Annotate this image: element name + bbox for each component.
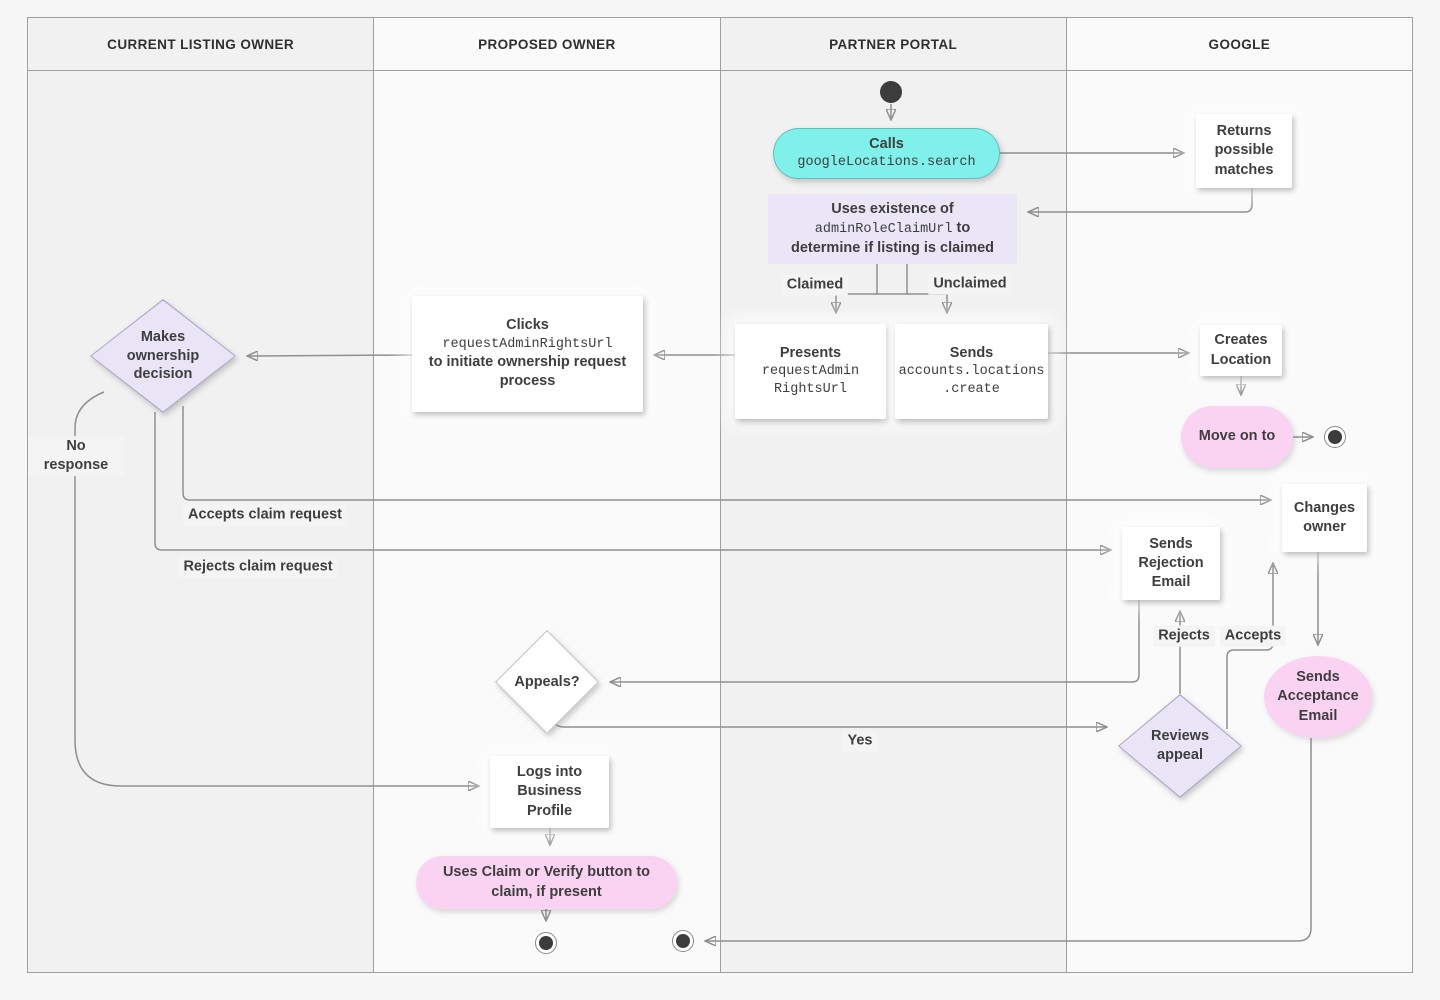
node-returns-label: Returns possible matches — [1214, 123, 1274, 178]
edge-label-yes: Yes — [842, 730, 878, 752]
node-sends-rejection-email: Sends Rejection Email — [1122, 527, 1220, 600]
edge-label-accepts: Accepts — [1219, 625, 1287, 647]
node-sends-create-title: Sends — [949, 345, 994, 362]
node-logs-into-business-profile: Logs into Business Profile — [490, 756, 609, 828]
node-uses-to: to — [956, 220, 971, 237]
lane-current-listing-owner: CURRENT LISTING OWNER — [28, 18, 375, 972]
node-sends-accounts-locations-create: Sends accounts.locations .create — [895, 324, 1048, 419]
node-move-on-label: Move on to — [1198, 428, 1276, 445]
node-uses-existence-adminroleclaimurl: Uses existence of adminRoleClaimUrl to d… — [768, 194, 1017, 264]
node-move-on-to: Move on to — [1181, 406, 1293, 468]
node-makes-decision-label: Makes ownership decision — [126, 328, 200, 383]
edge-label-accepts-claim-request: Accepts claim request — [183, 504, 347, 526]
start-node — [880, 81, 902, 103]
node-sends-rejection-label: Sends Rejection Email — [1138, 535, 1204, 591]
node-clicks-title: Clicks — [506, 317, 549, 334]
end-node-move-on — [1324, 426, 1346, 448]
lane-header-partner-portal: PARTNER PORTAL — [720, 18, 1066, 71]
node-uses-claim-or-verify-button: Uses Claim or Verify button to claim, if… — [416, 856, 677, 909]
node-uses-code: adminRoleClaimUrl — [814, 222, 953, 238]
node-presents-title: Presents — [779, 345, 842, 362]
node-reviews-appeal: Reviews appeal — [1118, 694, 1242, 798]
node-creates-location: Creates Location — [1200, 325, 1282, 376]
node-sends-acceptance-email: Sends Acceptance Email — [1264, 656, 1372, 738]
node-presents-requestadminrightsurl: Presents requestAdmin RightsUrl — [735, 324, 886, 419]
node-sends-acceptance-label: Sends Acceptance Email — [1277, 669, 1359, 724]
end-node-acceptance-flow — [672, 930, 694, 952]
node-calls-googlelocations-search: Calls googleLocations.search — [773, 128, 1000, 179]
edge-label-unclaimed: Unclaimed — [928, 273, 1012, 295]
edge-label-claimed: Claimed — [781, 274, 849, 296]
node-calls-code: googleLocations.search — [797, 155, 976, 171]
node-presents-code2: RightsUrl — [774, 382, 847, 398]
node-uses-line2: adminRoleClaimUrl to — [815, 219, 970, 239]
lane-header-google: GOOGLE — [1066, 18, 1412, 71]
node-sends-create-code1: accounts.locations — [898, 364, 1045, 380]
edge-label-no-response: No response — [28, 436, 124, 476]
node-reviews-appeal-label: Reviews appeal — [1150, 728, 1210, 763]
node-clicks-requestadminrightsurl: Clicks requestAdminRightsUrl to initiate… — [412, 296, 643, 412]
node-calls-title: Calls — [869, 136, 904, 153]
node-presents-code1: requestAdmin — [761, 364, 860, 380]
edge-label-rejects-claim-request: Rejects claim request — [178, 556, 338, 578]
edge-label-rejects: Rejects — [1153, 625, 1215, 647]
node-claim-verify-label: Uses Claim or Verify button to claim, if… — [442, 864, 651, 900]
node-appeals-label: Appeals? — [514, 673, 580, 690]
node-appeals: Appeals? — [495, 630, 599, 734]
node-makes-ownership-decision: Makes ownership decision — [90, 299, 236, 413]
node-logs-in-label: Logs into Business Profile — [516, 764, 583, 819]
node-changes-owner: Changes owner — [1282, 484, 1367, 552]
lane-header-proposed-owner: PROPOSED OWNER — [374, 18, 720, 71]
end-node-claim-flow — [535, 932, 557, 954]
lane-header-current-listing-owner: CURRENT LISTING OWNER — [28, 18, 374, 71]
node-changes-owner-label: Changes owner — [1293, 499, 1356, 535]
lane-proposed-owner: PROPOSED OWNER — [374, 18, 721, 972]
node-creates-location-label: Creates Location — [1210, 332, 1272, 368]
node-sends-create-code2: .create — [943, 382, 1000, 398]
node-clicks-tail: to initiate ownership request process — [428, 354, 627, 390]
node-uses-line1: Uses existence of — [831, 200, 954, 217]
node-uses-line3: determine if listing is claimed — [790, 239, 995, 256]
node-returns-possible-matches: Returns possible matches — [1196, 114, 1292, 188]
node-clicks-code: requestAdminRightsUrl — [442, 336, 613, 352]
